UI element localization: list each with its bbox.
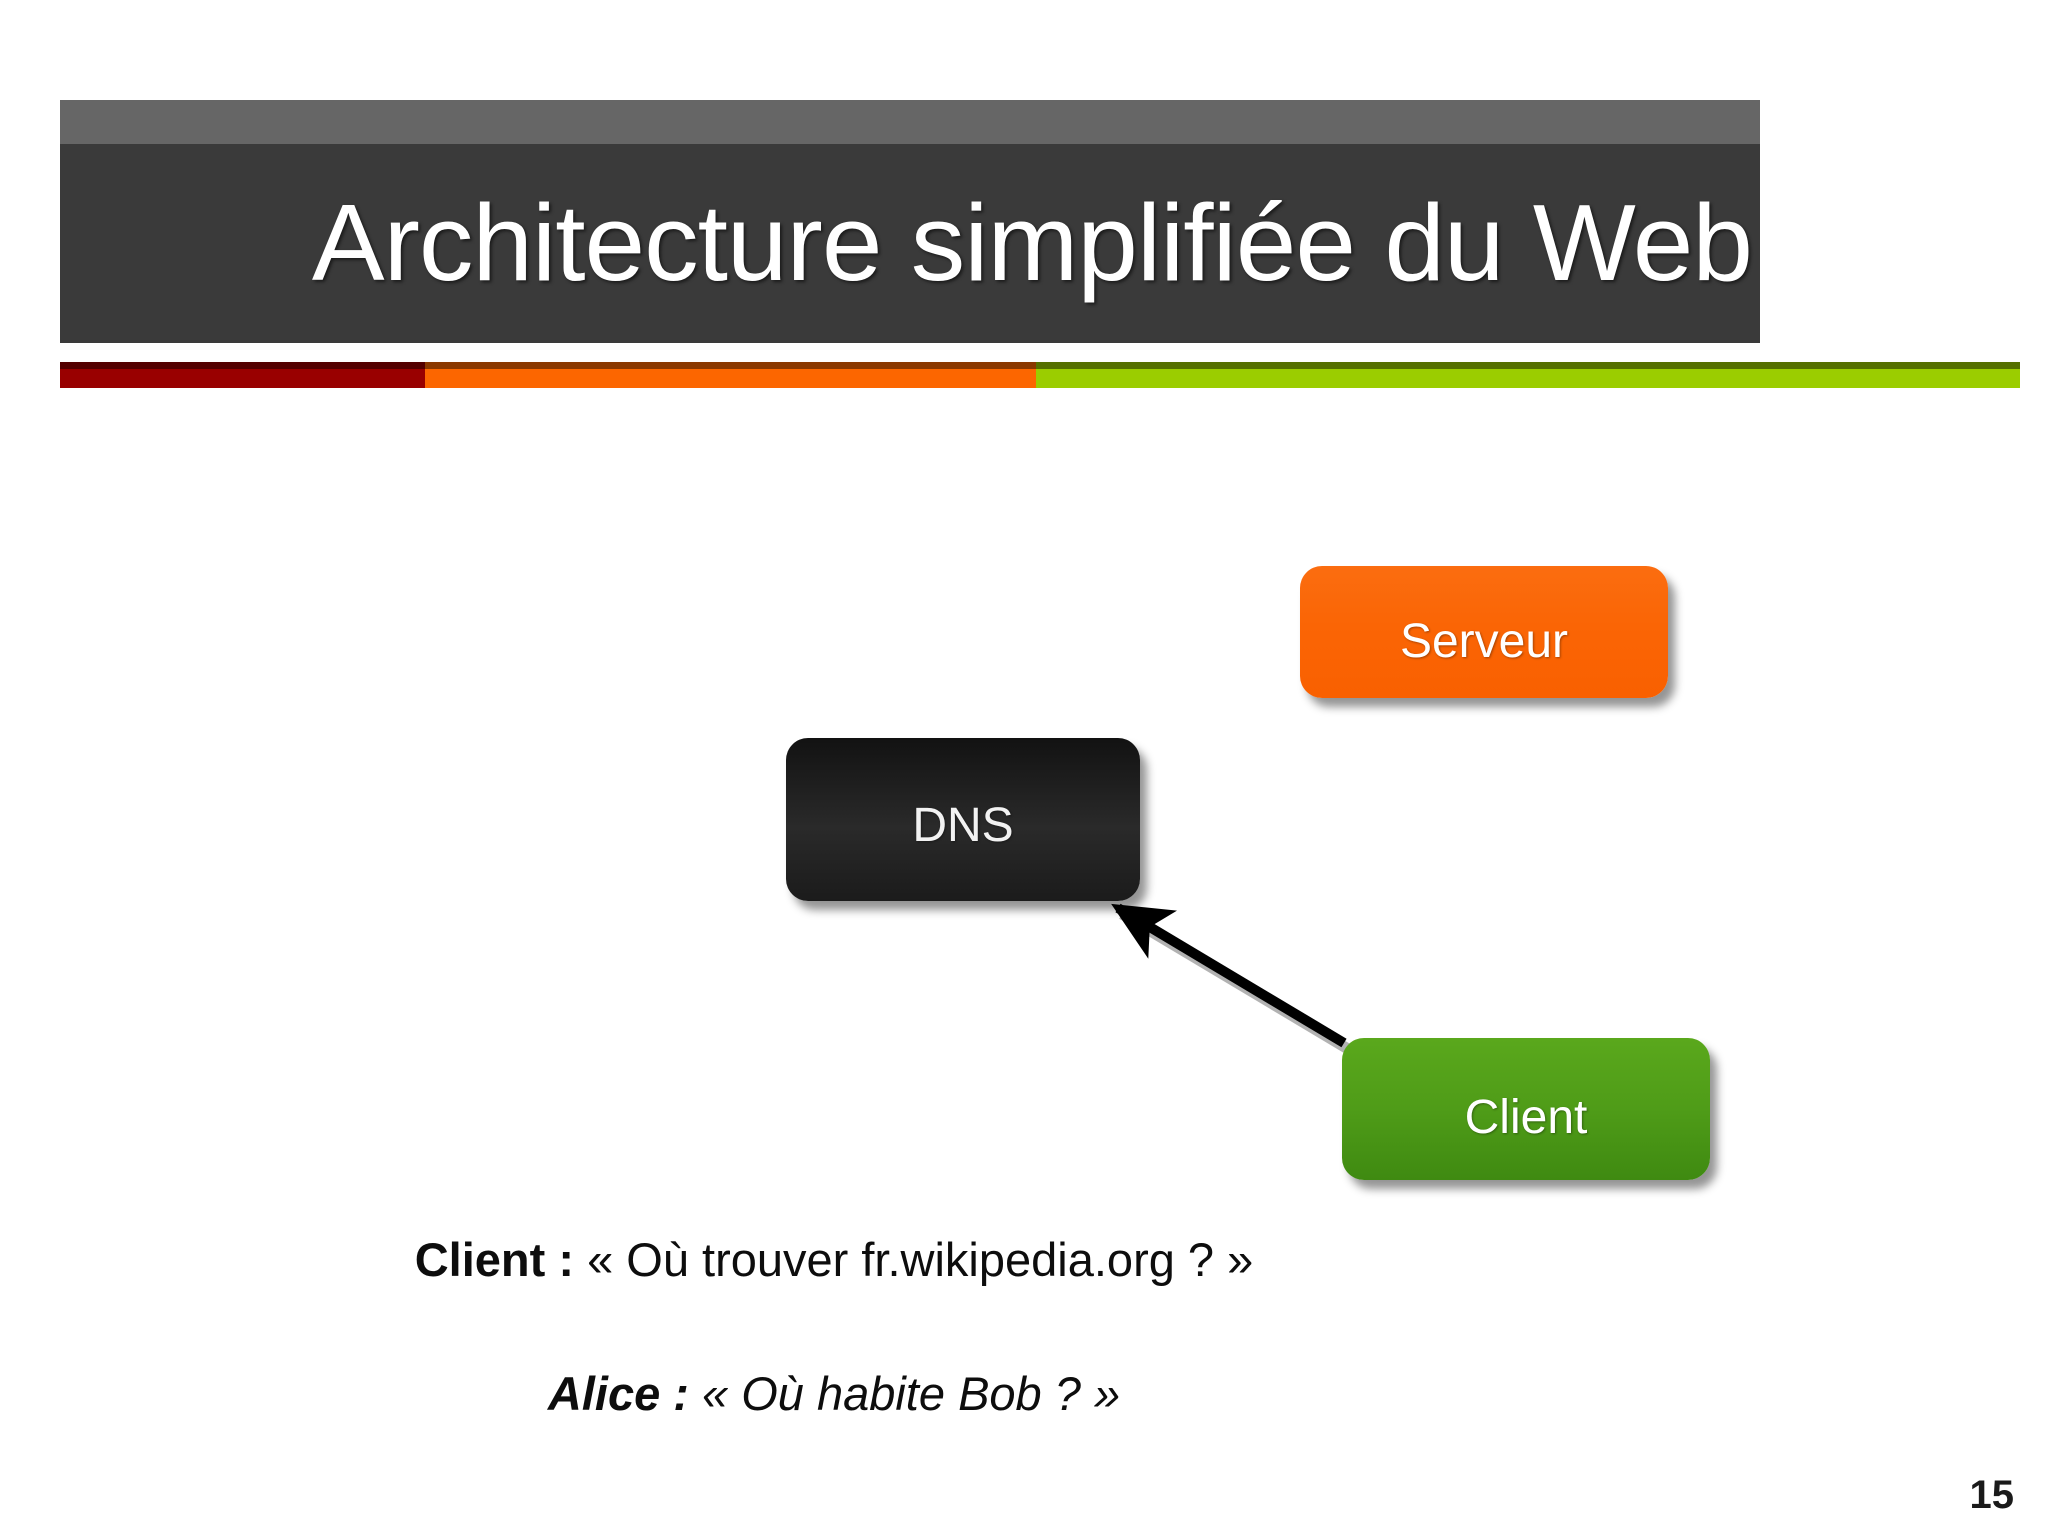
accent-rule-segment-red [60, 362, 425, 388]
title-banner: Architecture simplifiée du Web [60, 100, 1760, 343]
caption-alice-speaker: Alice : [547, 1367, 689, 1420]
node-client[interactable]: Client [1342, 1038, 1710, 1180]
node-dns[interactable]: DNS [786, 738, 1140, 901]
connector-client-to-dns-line [1111, 903, 1347, 1048]
page-number: 15 [1969, 1473, 2015, 1517]
page-title: Architecture simplifiée du Web [311, 182, 1753, 304]
caption-alice-analogy: Alice : « Où habite Bob ? » [0, 1366, 1858, 1421]
caption-client-speaker: Client : [414, 1233, 575, 1286]
node-serveur[interactable]: Serveur [1300, 566, 1668, 698]
caption-alice-text: « Où habite Bob ? » [702, 1367, 1121, 1420]
banner-dark-band [60, 144, 1760, 343]
node-serveur-label: Serveur [1399, 615, 1569, 668]
accent-rule-segment-green [1036, 362, 2020, 388]
connector-client-to-dns [1119, 909, 1351, 1054]
accent-rule-segment-orange [425, 362, 1036, 388]
accent-color-rule [60, 362, 2020, 388]
caption-client-question: Client : « Où trouver fr.wikipedia.org ?… [0, 1232, 1858, 1287]
caption-client-text: « Où trouver fr.wikipedia.org ? » [587, 1233, 1254, 1286]
banner-light-band [60, 100, 1760, 144]
node-dns-label: DNS [912, 799, 1014, 852]
node-client-label: Client [1464, 1091, 1588, 1144]
